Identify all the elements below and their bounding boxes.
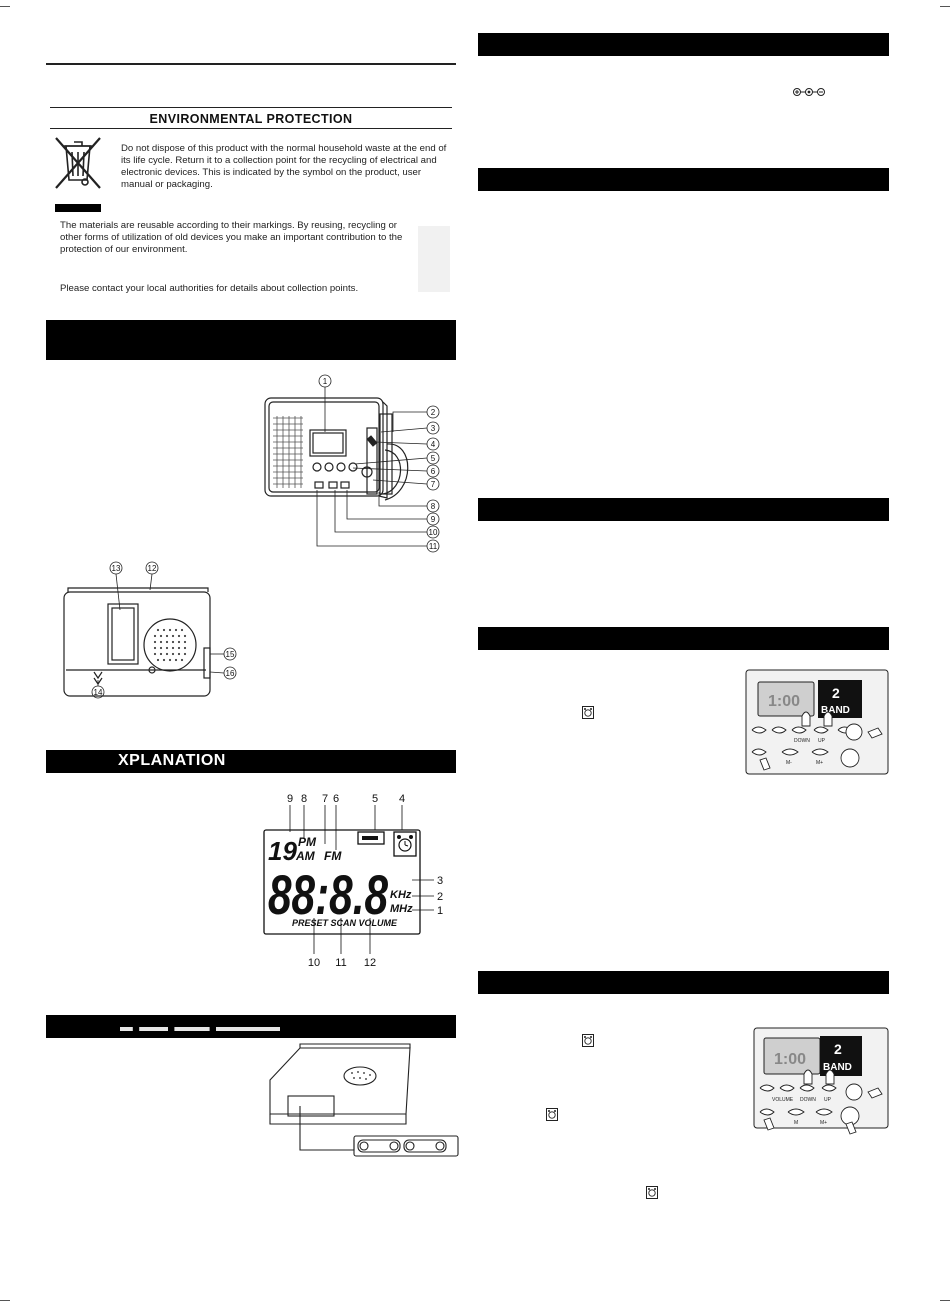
panel1-band-label: BAND: [821, 705, 850, 716]
heading-bar-controls: [46, 320, 456, 360]
front-callout-11: 11: [429, 542, 438, 551]
heading-bar-right-3: [478, 498, 889, 521]
front-callout-5: 5: [431, 454, 436, 463]
lcd-callout-10: 10: [308, 957, 320, 969]
panel2-volume: VOLUME: [772, 1097, 794, 1103]
crop-mark-top-left: [0, 6, 10, 7]
back-callout-15: 15: [226, 650, 235, 659]
heading-bar-lcd-explanation: [46, 750, 456, 773]
back-callout-14: 14: [94, 688, 103, 697]
lcd-alarm-indicator: [393, 831, 417, 857]
front-callout-2: 2: [431, 408, 436, 417]
lcd-callout-9: 9: [287, 793, 293, 805]
panel2-mem-plus: M+: [820, 1120, 827, 1126]
front-callout-10: 10: [429, 528, 438, 537]
env-title: ENVIRONMENTAL PROTECTION: [149, 112, 353, 126]
lcd-main-digits: 88:8.8: [268, 863, 389, 926]
lcd-callout-2: 2: [437, 891, 443, 903]
panel2-band-number: 2: [834, 1041, 842, 1057]
top-rule: [46, 63, 456, 65]
front-callout-4: 4: [431, 440, 436, 449]
lcd-callout-6: 6: [333, 793, 339, 805]
back-callout-13: 13: [112, 564, 121, 573]
lcd-callout-7: 7: [322, 793, 328, 805]
lcd-callout-11: 11: [335, 957, 346, 969]
bin-underline-bar: [55, 204, 101, 212]
panel2-mem: M: [794, 1120, 798, 1126]
back-callout-16: 16: [226, 669, 235, 678]
panel1-lcd-readout: 1:00: [768, 693, 800, 710]
panel2-lcd-readout: 1:00: [774, 1051, 806, 1068]
front-callout-7: 7: [431, 480, 436, 489]
env-top-rule: [50, 107, 452, 108]
heading-bar-battery: [46, 1015, 456, 1038]
panel1-mem-minus: M-: [786, 760, 792, 766]
battery-compartment-illustration: [269, 1043, 459, 1157]
env-paragraph-2: The materials are reusable according to …: [60, 220, 403, 255]
front-callout-9: 9: [431, 515, 436, 524]
alarm-icon: [582, 706, 594, 719]
faded-margin-tab: [418, 226, 450, 292]
front-callout-8: 8: [431, 502, 436, 511]
lcd-explanation-heading: XPLANATION: [118, 752, 226, 769]
crop-mark-top-right: [940, 6, 950, 7]
crop-mark-bottom-right: [940, 1300, 950, 1301]
alarm-icon-2: [582, 1034, 594, 1047]
radio-front-illustration: 1 2 3 4 5 6 7 8 9 10 11: [264, 374, 440, 553]
lcd-khz: KHz: [390, 889, 412, 901]
radio-back-illustration: 13 12 14 15 16: [63, 561, 237, 699]
heading-bar-right-1: [478, 33, 889, 56]
panel1-mem-plus: M+: [816, 760, 823, 766]
front-callout-3: 3: [431, 424, 436, 433]
lcd-small-digits: 19: [268, 836, 297, 866]
lcd-callout-5: 5: [372, 793, 378, 805]
panel1-key-up: UP: [818, 738, 826, 744]
lcd-callout-8: 8: [301, 793, 307, 805]
crop-mark-bottom-left: [0, 1300, 10, 1301]
lcd-am: AM: [295, 849, 316, 863]
lcd-callout-1: 1: [437, 905, 443, 917]
heading-bar-right-2: [478, 168, 889, 191]
lcd-diagram: 9 8 7 6 5 4 3 2 1 10 11 12 19 PM AM FM 8…: [263, 793, 443, 969]
panel1-band-number: 2: [832, 685, 840, 701]
lcd-callout-12: 12: [364, 957, 376, 969]
keypad-illustration-2: 1:00 2 BAND VOLUME DOWN UP M M+: [753, 1027, 889, 1135]
front-callout-6: 6: [431, 467, 436, 476]
panel2-band-label: BAND: [823, 1062, 852, 1073]
env-bottom-rule: [50, 128, 452, 129]
alarm-icon-3: [546, 1108, 558, 1121]
crossed-bin-icon: [55, 137, 101, 189]
heading-bar-right-4: [478, 627, 889, 650]
lcd-pm: PM: [298, 835, 317, 849]
lcd-mhz: MHz: [390, 903, 413, 915]
env-paragraph-1: Do not dispose of this product with the …: [121, 143, 447, 190]
lcd-callout-3: 3: [437, 875, 443, 887]
panel2-key-down: DOWN: [800, 1097, 816, 1103]
lcd-bottom-labels: PRESET SCAN VOLUME: [292, 918, 398, 928]
lcd-fm: FM: [324, 849, 342, 863]
heading-bar-right-5: [478, 971, 889, 994]
alarm-icon-4: [646, 1186, 658, 1199]
back-callout-12: 12: [148, 564, 157, 573]
dc-polarity-icon: [793, 88, 825, 96]
panel2-key-up: UP: [824, 1097, 832, 1103]
panel1-key-down: DOWN: [794, 738, 810, 744]
env-paragraph-3: Please contact your local authorities fo…: [60, 283, 359, 294]
lcd-callout-4: 4: [399, 793, 405, 805]
keypad-illustration-1: 1:00 2 BAND DOWN UP M- M+: [745, 669, 889, 775]
heading-bar-battery-residue: [120, 1027, 280, 1031]
lcd-battery-indicator: [357, 831, 385, 845]
front-callout-1: 1: [323, 377, 328, 386]
